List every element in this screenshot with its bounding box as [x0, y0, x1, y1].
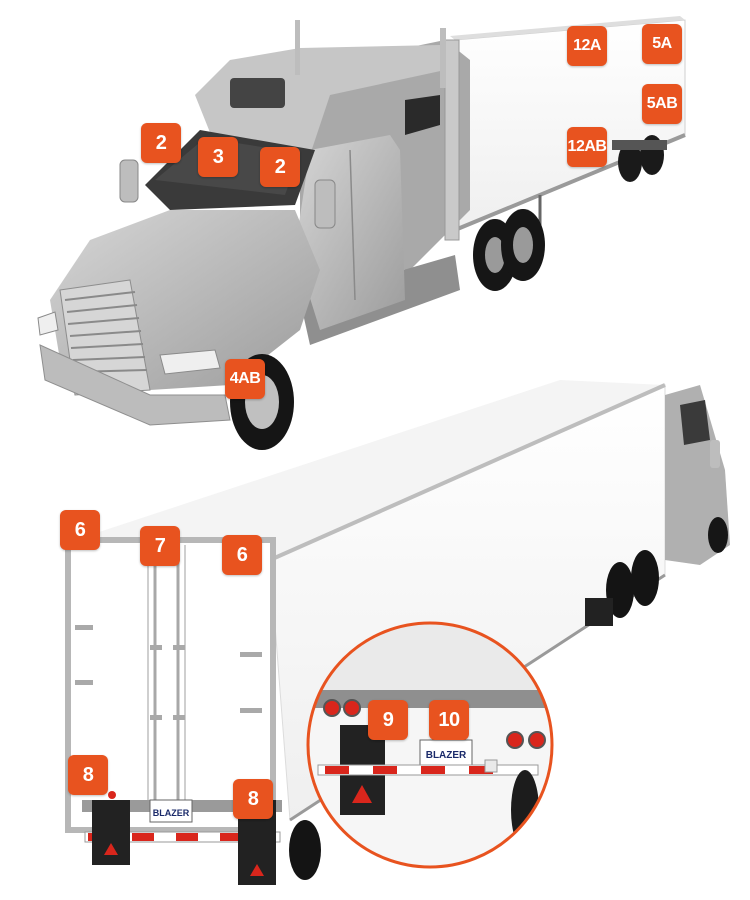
- rear-plate-text: BLAZER: [153, 808, 190, 818]
- callout-10: 10: [429, 700, 469, 740]
- callout-2-left: 2: [141, 123, 181, 163]
- callout-12A: 12A: [567, 26, 607, 66]
- callout-5A: 5A: [642, 24, 682, 64]
- callout-4AB: 4AB: [225, 359, 265, 399]
- callout-12AB: 12AB: [567, 127, 607, 167]
- callout-3: 3: [198, 137, 238, 177]
- callout-6-right: 6: [222, 535, 262, 575]
- bottom-trailer-view: BLAZER BLAZER: [65, 380, 730, 885]
- inset-ring: [306, 621, 554, 869]
- callout-8-right: 8: [233, 779, 273, 819]
- callout-9: 9: [368, 700, 408, 740]
- callout-6-left: 6: [60, 510, 100, 550]
- callout-7: 7: [140, 526, 180, 566]
- callout-2-right: 2: [260, 147, 300, 187]
- inset-plate-text: BLAZER: [426, 750, 467, 761]
- callout-5AB: 5AB: [642, 84, 682, 124]
- callout-8-left: 8: [68, 755, 108, 795]
